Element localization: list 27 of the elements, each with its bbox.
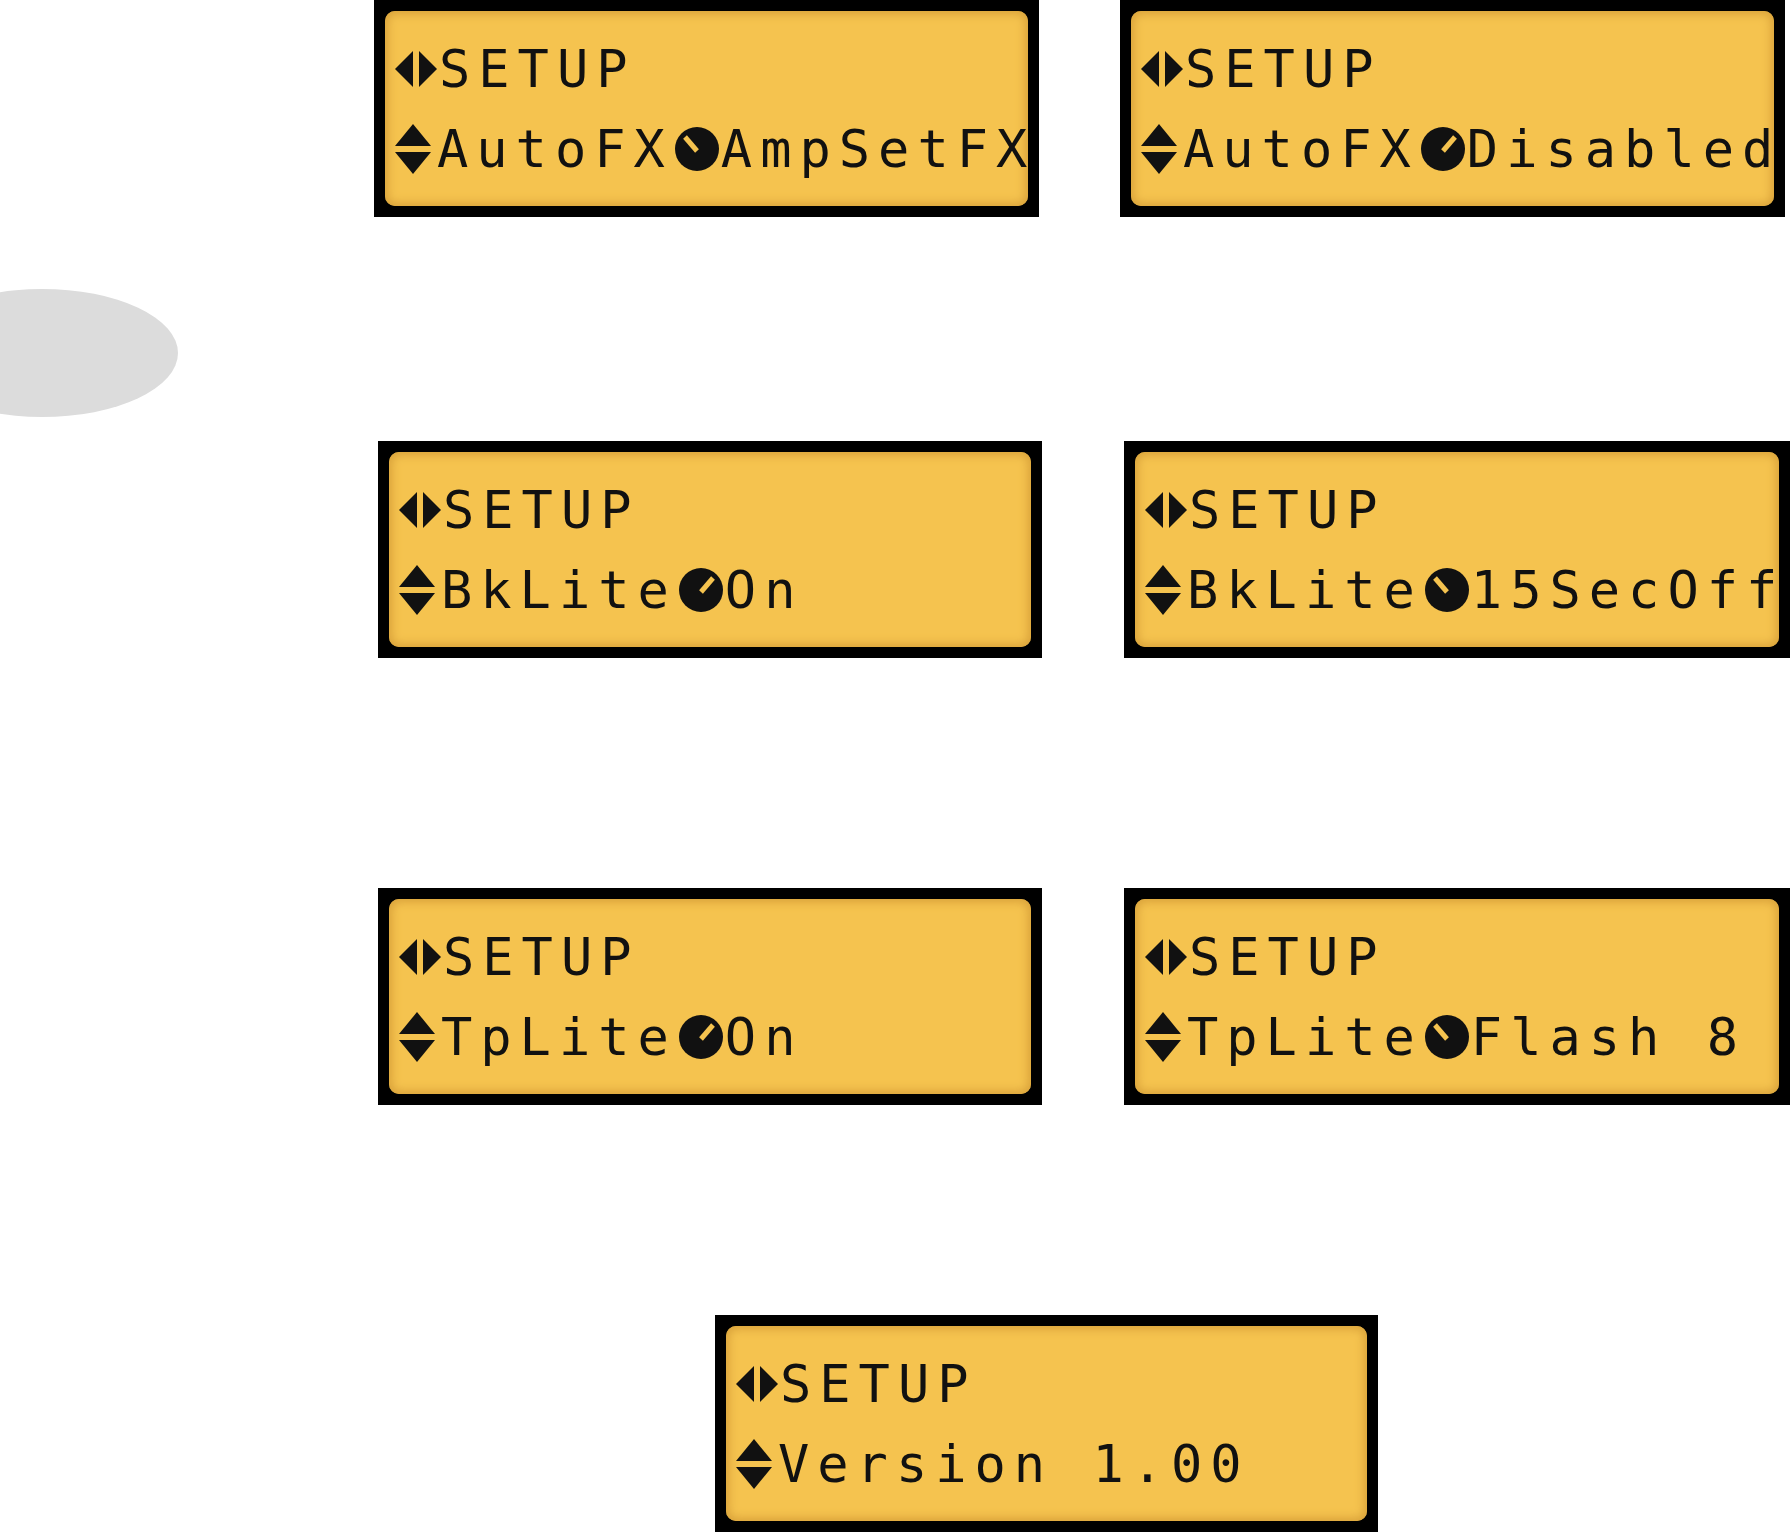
version-text: Version 1.00	[778, 1434, 1250, 1494]
parameter-value: 15SecOff	[1470, 560, 1786, 620]
parameter-name: AutoFX	[1183, 119, 1419, 179]
parameter-value: On	[724, 560, 804, 620]
parameter-value: Flash 8	[1470, 1007, 1746, 1067]
parameter-name: TpLite	[441, 1007, 677, 1067]
lcd-screen	[374, 0, 1039, 217]
parameter-value: AmpSetFX	[720, 119, 1036, 179]
lcd-screen	[1124, 888, 1790, 1105]
menu-title: SETUP	[439, 39, 636, 99]
parameter-value: On	[724, 1007, 804, 1067]
parameter-name: AutoFX	[437, 119, 673, 179]
lcd-screen	[378, 441, 1042, 658]
parameter-name: TpLite	[1187, 1007, 1423, 1067]
menu-title: SETUP	[1185, 39, 1382, 99]
menu-title: SETUP	[1189, 927, 1386, 987]
menu-title: SETUP	[443, 480, 640, 540]
lcd-screen	[1120, 0, 1785, 217]
lcd-screen	[715, 1315, 1378, 1532]
menu-title: SETUP	[1189, 480, 1386, 540]
parameter-name: BkLite	[1187, 560, 1423, 620]
menu-title: SETUP	[443, 927, 640, 987]
lcd-screen	[1124, 441, 1790, 658]
parameter-name: BkLite	[441, 560, 677, 620]
parameter-value: Disabled	[1466, 119, 1782, 179]
menu-title: SETUP	[780, 1354, 977, 1414]
lcd-screen	[378, 888, 1042, 1105]
